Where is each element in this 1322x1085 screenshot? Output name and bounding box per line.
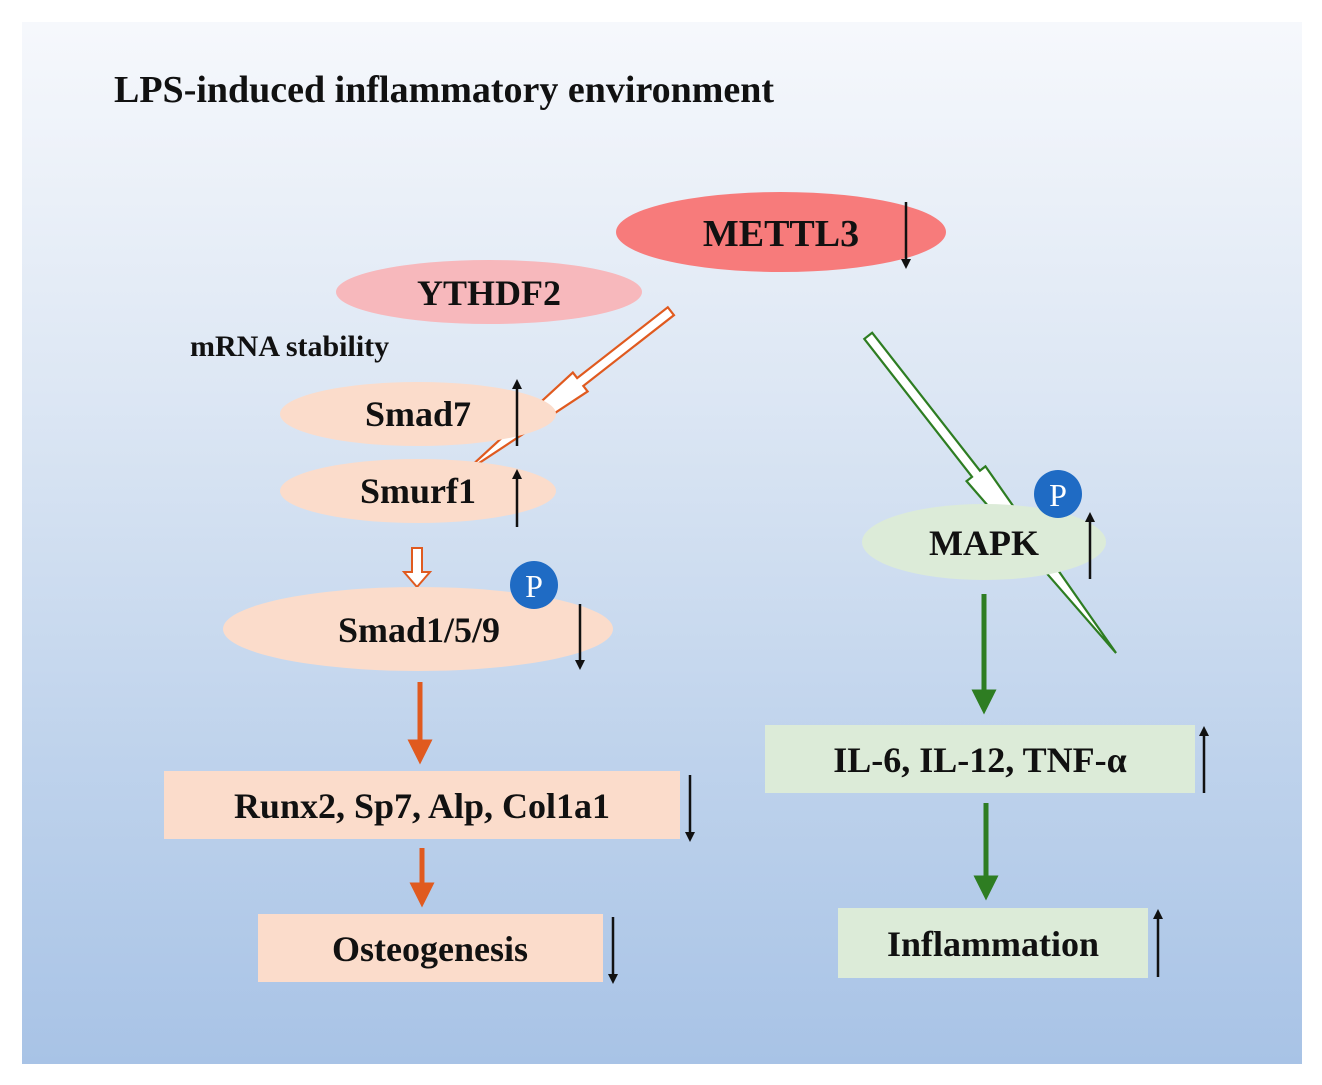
mapk-phospho-badge: P [1034,470,1082,518]
ythdf2-node: YTHDF2 [336,260,642,324]
smad159-phospho-badge: P [510,561,558,609]
smurf1-to-smad159-arrow [401,547,433,589]
osteo-genes-label: Runx2, Sp7, Alp, Col1a1 [234,786,610,826]
diagram-canvas: LPS-induced inflammatory environment MET… [22,22,1302,1064]
mapk-label: MAPK [929,523,1039,563]
cytokines-node: IL-6, IL-12, TNF-α [765,725,1209,793]
smad7-label: Smad7 [365,394,471,434]
inflammation-node: Inflammation [838,908,1163,978]
osteogenesis-node: Osteogenesis [258,914,618,984]
mrna-stability-label: mRNA stability [190,330,389,363]
mettl3-label: METTL3 [703,213,859,255]
mapk-phospho-label: P [1049,477,1067,513]
diagram-title: LPS-induced inflammatory environment [114,69,774,111]
smad159-node: Smad1/5/9 P [223,561,613,671]
mettl3-node: METTL3 [616,192,946,272]
smad159-phospho-label: P [525,568,543,604]
cytokines-label: IL-6, IL-12, TNF-α [833,740,1126,780]
inflammation-label: Inflammation [887,924,1099,964]
smurf1-label: Smurf1 [360,471,476,511]
mettl3-to-mapk-arrow [859,328,1126,660]
pathway-diagram: LPS-induced inflammatory environment MET… [114,69,1209,984]
mapk-node: MAPK P [862,470,1106,580]
osteo-genes-node: Runx2, Sp7, Alp, Col1a1 [164,771,695,842]
smurf1-node: Smurf1 [280,459,556,527]
ythdf2-label: YTHDF2 [417,273,561,313]
smad7-node: Smad7 [280,379,556,446]
osteogenesis-label: Osteogenesis [332,929,528,969]
smad159-label: Smad1/5/9 [338,610,500,650]
